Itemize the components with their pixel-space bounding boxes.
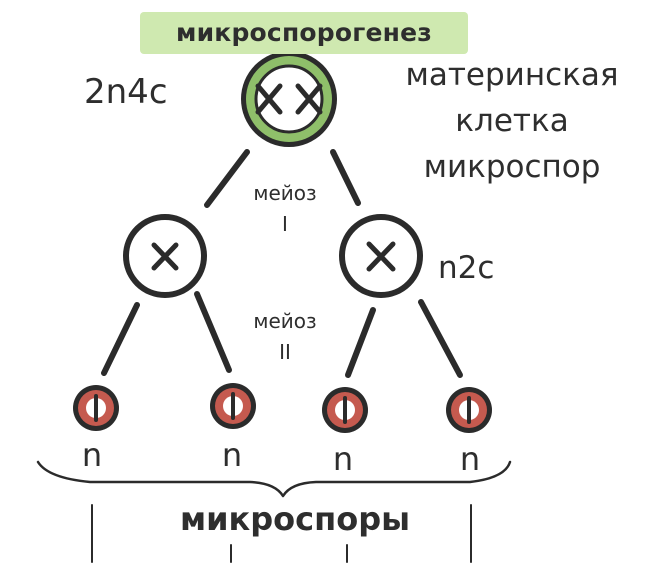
line-left-to-spore-2 — [194, 291, 232, 373]
title-highlight — [140, 12, 468, 54]
microspore-2-ploidy: n — [221, 436, 243, 474]
microspore-1 — [73, 385, 119, 431]
meiosis-1-numeral: I — [282, 212, 288, 236]
mother-cell-label-line-2: клетка — [455, 103, 569, 139]
connector-lines — [101, 149, 463, 378]
vertical-guide-lines — [91, 504, 472, 563]
daughter-cell-right — [339, 214, 423, 298]
microspores-label: микроспоры — [179, 500, 411, 538]
meiosis-2-word: мейоз — [253, 309, 317, 333]
diagram-title: микроспорогенез — [175, 18, 433, 47]
mother-cell — [241, 51, 337, 147]
daughter-cell-ploidy: n2c — [438, 250, 495, 286]
paired-chromosomes-icon — [255, 83, 323, 115]
chromosome-icon — [151, 242, 179, 271]
mother-cell-label-line-1: материнская — [405, 57, 619, 93]
microspore-2 — [210, 383, 256, 429]
mother-cell-label: материнская клетка микроспор — [392, 52, 632, 190]
line-right-to-spore-4 — [418, 299, 463, 378]
meiosis-2-label: мейоз II — [245, 306, 325, 368]
chromosome-icon — [366, 241, 396, 272]
mother-cell-inner — [254, 64, 324, 134]
mother-cell-label-line-3: микроспор — [423, 149, 601, 185]
line-mother-to-left — [204, 149, 250, 208]
daughter-cell-left — [123, 214, 207, 298]
mother-cell-ploidy: 2n4c — [84, 72, 168, 112]
meiosis-2-numeral: II — [279, 340, 291, 364]
microspore-3 — [322, 387, 368, 433]
line-right-to-spore-3 — [345, 307, 376, 378]
microspore-4-ploidy: n — [459, 440, 481, 478]
microspore-3-ploidy: n — [332, 440, 354, 478]
microspore-1-ploidy: n — [81, 436, 103, 474]
meiosis-1-word: мейоз — [253, 181, 317, 205]
microspore-4 — [446, 387, 492, 433]
grouping-brace — [36, 460, 512, 498]
meiosis-1-label: мейоз I — [245, 178, 325, 240]
line-left-to-spore-1 — [101, 302, 140, 376]
line-mother-to-right — [330, 149, 361, 206]
